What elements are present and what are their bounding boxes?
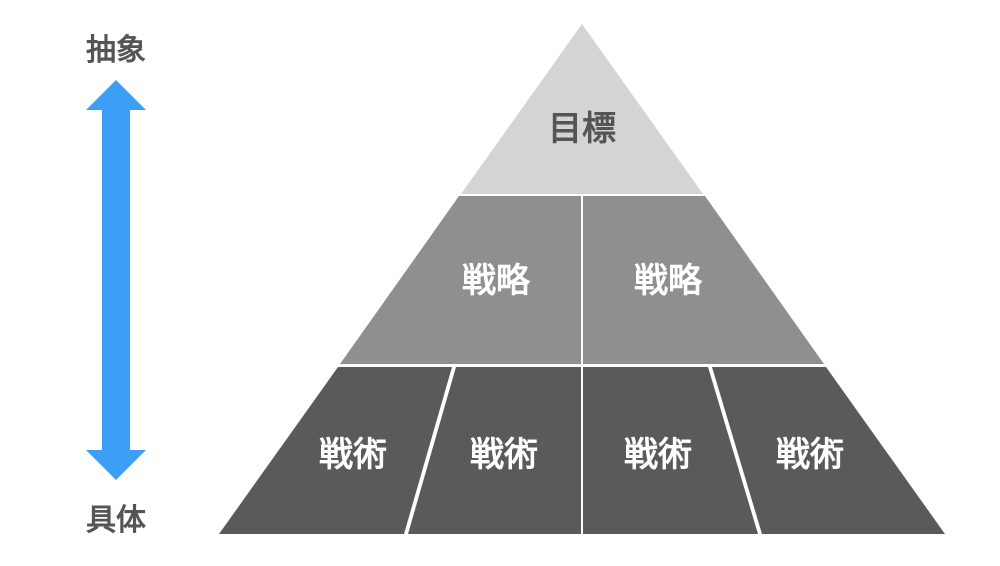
strategy-block-left xyxy=(340,196,581,364)
tactic-block-3 xyxy=(583,367,758,534)
tactic-block-1 xyxy=(219,367,452,534)
axis-top-label: 抽象 xyxy=(86,33,146,68)
pyramid-tier-tactics: 戦術 戦術 戦術 戦術 xyxy=(219,367,945,534)
tactic-label-2: 戦術 xyxy=(470,435,538,475)
tactic-block-2 xyxy=(408,367,581,534)
strategy-label-right: 戦略 xyxy=(634,261,703,301)
tactic-label-1: 戦術 xyxy=(319,435,387,475)
pyramid-tier-strategy: 戦略 戦略 xyxy=(340,196,824,364)
strategy-block-right xyxy=(583,196,824,364)
goal-label: 目標 xyxy=(548,109,616,149)
tactic-label-3: 戦術 xyxy=(624,435,692,475)
tactic-block-4 xyxy=(712,367,945,534)
axis-bottom-label: 具体 xyxy=(86,503,147,538)
double-headed-arrow-icon xyxy=(86,80,146,480)
tactic-label-4: 戦術 xyxy=(776,435,844,475)
pyramid-tier-goal: 目標 xyxy=(461,24,703,194)
abstraction-axis: 抽象 具体 xyxy=(86,33,147,538)
strategy-label-left: 戦略 xyxy=(462,261,531,301)
goal-block xyxy=(461,24,703,194)
